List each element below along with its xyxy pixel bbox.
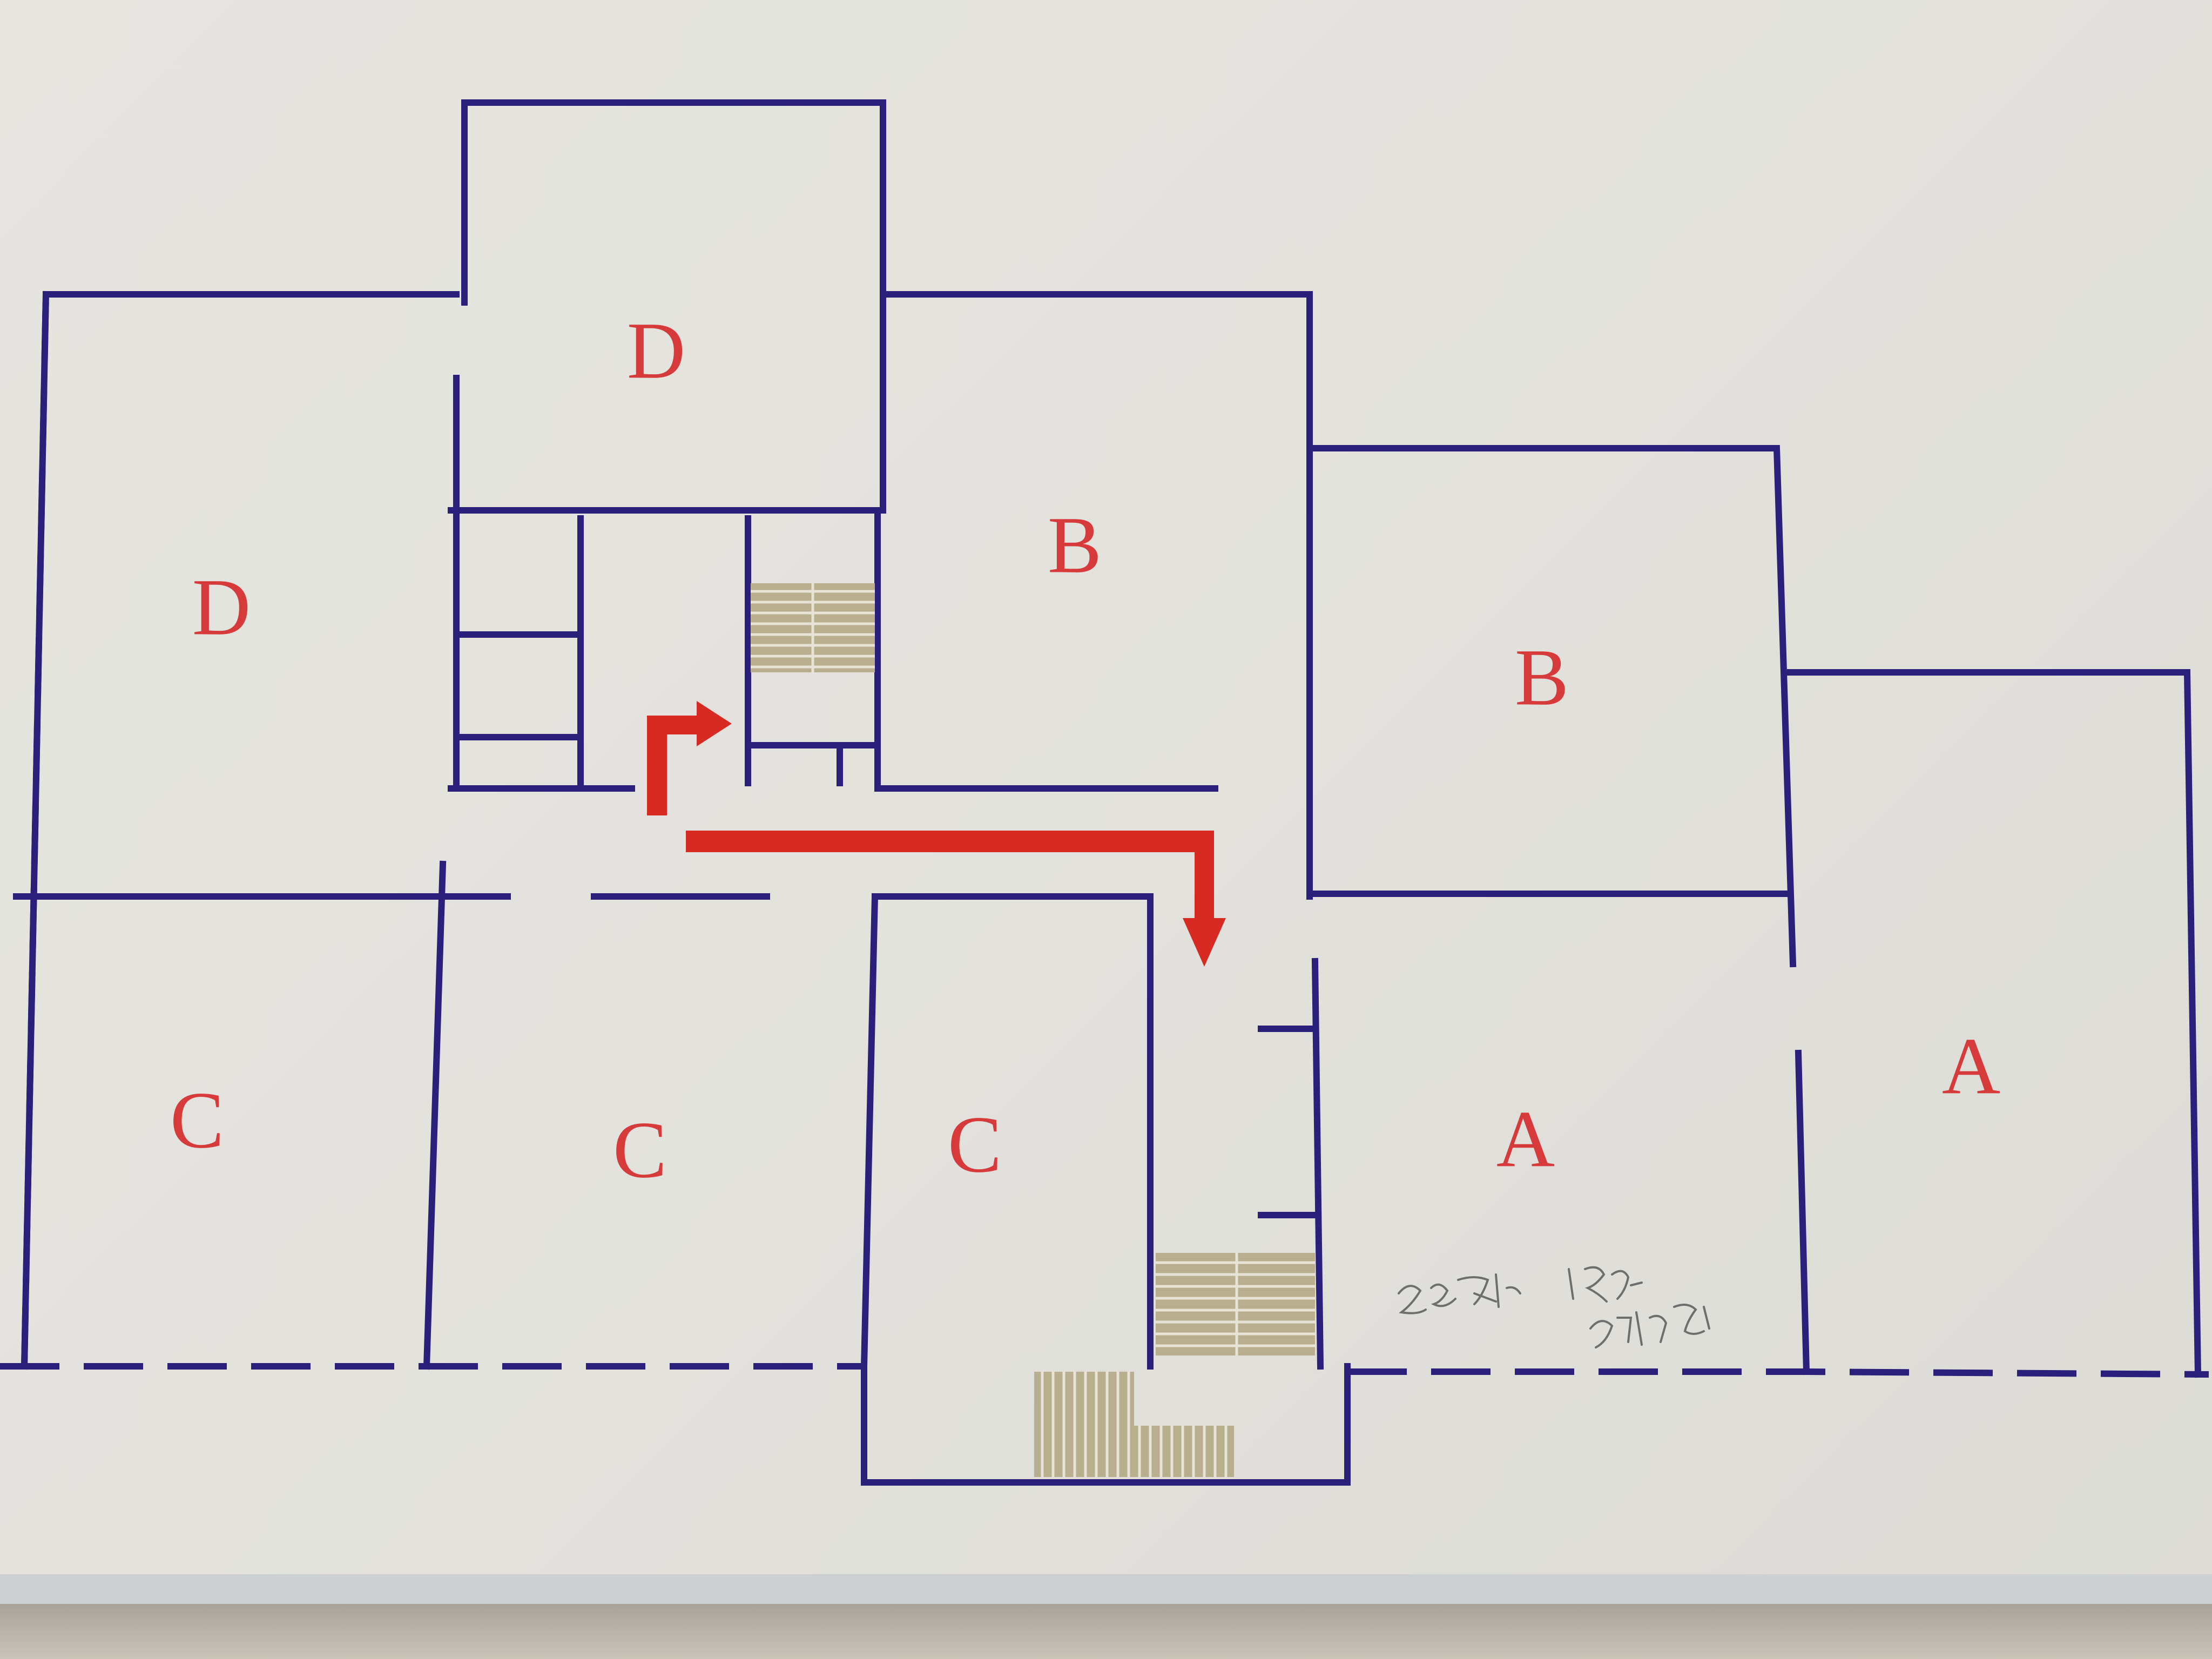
room-label-a-right: A (1942, 1021, 2000, 1111)
wall-b-mid (880, 291, 1313, 900)
stairs-icon (1034, 1372, 1234, 1477)
room-label-c-mid: C (613, 1105, 667, 1195)
wall-core (448, 507, 1218, 792)
window-bottom (0, 1363, 2209, 1378)
wall-c-row (13, 860, 1154, 1370)
floor-surface (0, 1604, 2212, 1659)
room-label-d-top: D (627, 306, 685, 395)
stairs-icon (751, 583, 875, 672)
room-label-a-mid: A (1496, 1094, 1555, 1184)
wall-a-mid (1258, 957, 1324, 1370)
arrow-right-down-icon (686, 831, 1226, 967)
windows (0, 99, 2209, 1378)
stairs-group (751, 583, 1315, 1477)
room-labels: D D B B C C C A A (170, 306, 2000, 1195)
room-label-d-left: D (192, 562, 251, 652)
window-left (21, 294, 49, 1367)
wall-d-left (21, 291, 460, 1370)
room-label-b-right: B (1515, 632, 1569, 722)
wall-stair-annex (861, 1363, 1351, 1486)
handwritten-pencil-note (1398, 1266, 1710, 1348)
room-label-b-mid: B (1048, 500, 1102, 590)
board-edge (0, 1574, 2212, 1604)
walls (13, 99, 2202, 1486)
stairs-icon (1156, 1253, 1315, 1355)
room-label-c-right: C (948, 1100, 1002, 1189)
wall-d-top-left (453, 99, 468, 792)
evacuation-arrows (647, 701, 1226, 967)
room-label-c-left: C (170, 1075, 224, 1165)
arrow-up-right-icon (647, 701, 732, 815)
